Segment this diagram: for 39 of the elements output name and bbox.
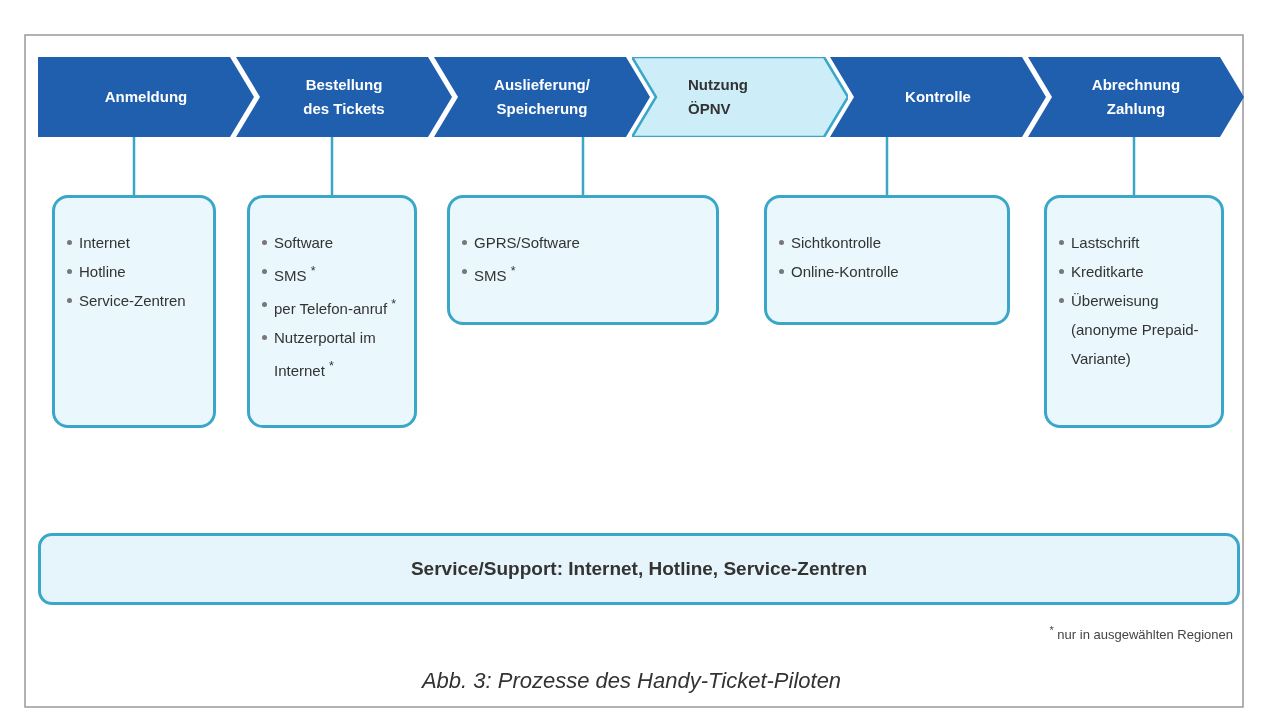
list-item: Service-Zentren: [79, 292, 186, 309]
step-title: Auslieferung/ Speicherung: [493, 75, 591, 119]
list-item: SMS $^{*}$: [474, 267, 516, 284]
footnote: $^{*}$ nur in ausgewählten Regionen: [1049, 624, 1233, 643]
list-item: Nutzerportal im Internet $^{*}$: [274, 329, 376, 379]
step-title: Kontrolle: [904, 87, 972, 107]
process-step-banner: [830, 57, 1046, 137]
connector-line: [581, 137, 585, 195]
process-step-banner: [632, 57, 848, 137]
list-item: Internet: [79, 234, 130, 251]
step-title: Bestellung des Tickets: [302, 75, 386, 119]
list-item: GPRS/Software: [474, 234, 580, 251]
list-item: SMS $^{*}$: [274, 267, 316, 284]
list-item: Software: [274, 234, 334, 251]
service-bar: Service/Support: Internet, Hotline, Service-Zentren: [38, 533, 1240, 605]
detail-box: [447, 195, 719, 325]
step-title: Abrechnung Zahlung: [1090, 75, 1182, 119]
process-step-banner: [434, 57, 650, 137]
list-item: Lastschrift: [1071, 234, 1140, 251]
process-step-banner: [1028, 57, 1244, 137]
list-item: Kreditkarte: [1071, 263, 1144, 280]
list-item: per Telefon-anruf $^{*}$: [274, 300, 397, 317]
connector-line: [330, 137, 334, 195]
connector-line: [132, 137, 136, 195]
detail-box: [764, 195, 1010, 325]
step-title: Anmeldung: [103, 87, 189, 107]
connector-line: [1132, 137, 1136, 195]
detail-box: [247, 195, 417, 428]
list-item: Hotline: [79, 263, 126, 280]
process-step-banner: [38, 57, 254, 137]
step-title: Nutzung ÖPNV: [687, 75, 749, 119]
detail-box: [1044, 195, 1224, 428]
list-item: Online-Kontrolle: [791, 263, 899, 280]
figure-caption: Abb. 3: Prozesse des Handy-Ticket-Piloten: [420, 668, 843, 694]
process-step-banner: [236, 57, 452, 137]
list-item: Überweisung (anonyme Prepaid-Variante): [1071, 292, 1199, 367]
detail-box: [52, 195, 216, 428]
list-item: Sichtkontrolle: [791, 234, 882, 251]
connector-line: [885, 137, 889, 195]
